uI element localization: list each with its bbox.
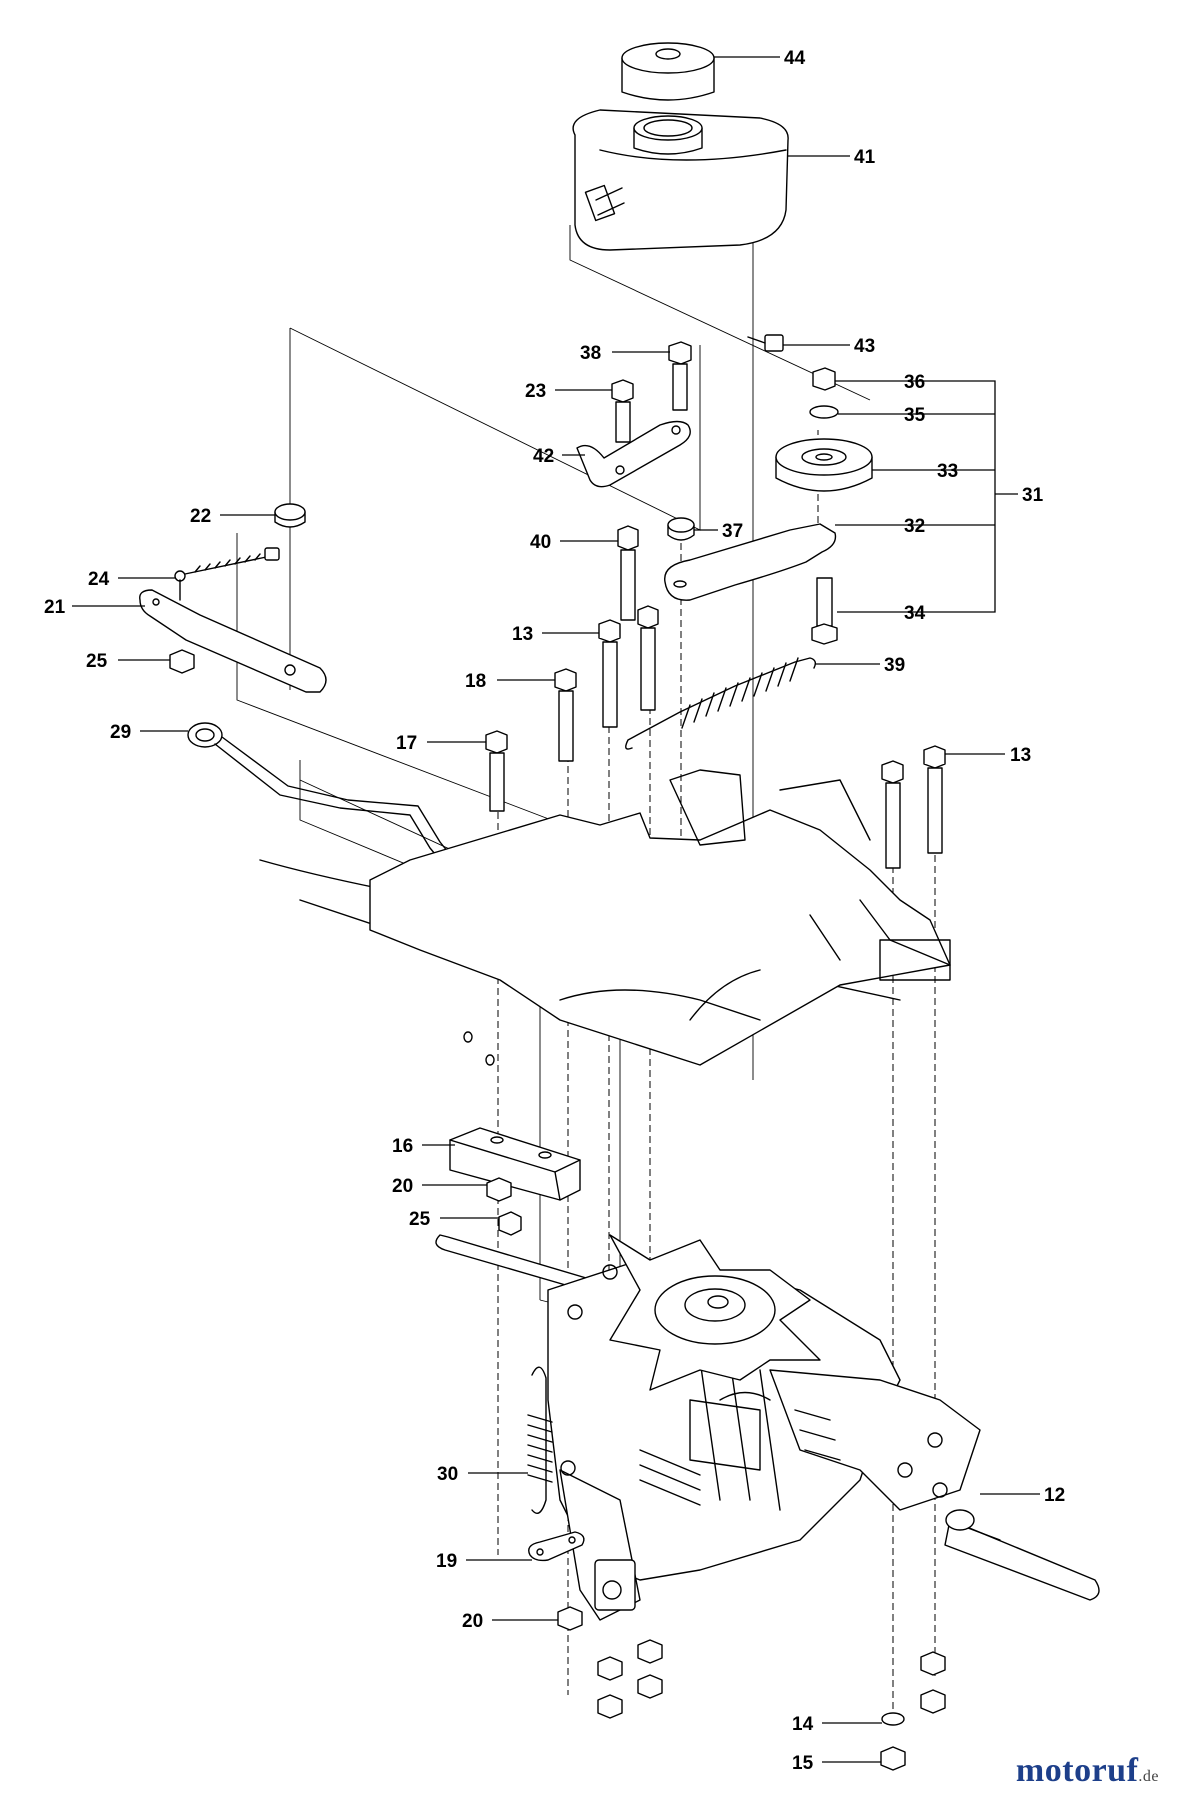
rod-29 bbox=[187, 722, 449, 861]
link-19 bbox=[528, 1531, 585, 1562]
watermark-suffix: .de bbox=[1138, 1768, 1159, 1785]
lever-21 bbox=[139, 589, 327, 693]
label-20a: 20 bbox=[392, 1176, 413, 1197]
label-44: 44 bbox=[784, 48, 806, 69]
bracket-42 bbox=[576, 420, 691, 488]
leader-lines bbox=[72, 56, 1040, 1763]
spring-30 bbox=[527, 1366, 553, 1514]
label-22: 22 bbox=[190, 506, 211, 527]
nut-20b bbox=[557, 1606, 583, 1631]
label-14: 14 bbox=[792, 1714, 814, 1735]
label-18: 18 bbox=[465, 671, 486, 692]
oil-tank bbox=[572, 109, 789, 251]
label-32: 32 bbox=[904, 516, 925, 537]
washer-35 bbox=[809, 405, 839, 419]
nut-36 bbox=[812, 367, 836, 391]
bolt-23 bbox=[611, 379, 634, 443]
bolt-17 bbox=[485, 730, 508, 812]
label-35: 35 bbox=[904, 405, 926, 426]
bushing-37 bbox=[667, 517, 695, 541]
label-13a: 13 bbox=[512, 624, 533, 645]
label-34: 34 bbox=[904, 603, 926, 624]
pulley-33 bbox=[775, 438, 873, 492]
watermark-logo: motoruf.de bbox=[1016, 1752, 1159, 1790]
group-bracket-31 bbox=[900, 380, 1018, 613]
label-25a: 25 bbox=[86, 651, 108, 672]
part-labels: 44 41 43 38 23 36 35 42 33 31 22 37 32 4… bbox=[44, 48, 1065, 1774]
washer-14 bbox=[881, 1712, 905, 1726]
nut-25b bbox=[498, 1211, 522, 1236]
bolt-34 bbox=[811, 577, 838, 645]
label-21: 21 bbox=[44, 597, 66, 618]
bottom-nuts bbox=[597, 1639, 946, 1719]
label-39: 39 bbox=[884, 655, 905, 676]
label-15: 15 bbox=[792, 1753, 814, 1774]
label-38: 38 bbox=[580, 343, 601, 364]
label-31: 31 bbox=[1022, 485, 1044, 506]
label-19: 19 bbox=[436, 1551, 457, 1572]
label-33: 33 bbox=[937, 461, 958, 482]
label-24: 24 bbox=[88, 569, 110, 590]
label-13b: 13 bbox=[1010, 745, 1031, 766]
label-17: 17 bbox=[396, 733, 417, 754]
label-25b: 25 bbox=[409, 1209, 431, 1230]
label-37: 37 bbox=[722, 521, 743, 542]
label-36: 36 bbox=[904, 372, 925, 393]
label-20b: 20 bbox=[462, 1611, 483, 1632]
label-23: 23 bbox=[525, 381, 546, 402]
cooling-fan bbox=[609, 1234, 821, 1391]
block-16 bbox=[449, 1127, 581, 1201]
label-42: 42 bbox=[533, 446, 554, 467]
spring-39 bbox=[625, 657, 817, 750]
bolt-13a bbox=[598, 605, 659, 728]
label-41: 41 bbox=[854, 147, 876, 168]
fuel-cap bbox=[621, 42, 715, 101]
label-16: 16 bbox=[392, 1136, 413, 1157]
frame-body bbox=[259, 769, 951, 1066]
nut-15 bbox=[880, 1746, 906, 1771]
label-29: 29 bbox=[110, 722, 131, 743]
bolt-38 bbox=[668, 341, 692, 411]
label-30: 30 bbox=[437, 1464, 458, 1485]
label-40: 40 bbox=[530, 532, 551, 553]
tank-screw bbox=[747, 334, 784, 352]
label-43: 43 bbox=[854, 336, 875, 357]
idler-arm-32 bbox=[664, 523, 837, 601]
bolt-13b bbox=[881, 745, 946, 869]
nut-20a bbox=[486, 1177, 512, 1202]
bolt-40 bbox=[617, 525, 639, 621]
adjust-rod-24 bbox=[174, 547, 280, 601]
bushing-22 bbox=[274, 503, 306, 528]
label-12: 12 bbox=[1044, 1485, 1065, 1506]
bolt-18 bbox=[554, 668, 577, 762]
watermark-name: motoruf bbox=[1015, 1752, 1139, 1789]
nut-25a bbox=[169, 649, 195, 674]
